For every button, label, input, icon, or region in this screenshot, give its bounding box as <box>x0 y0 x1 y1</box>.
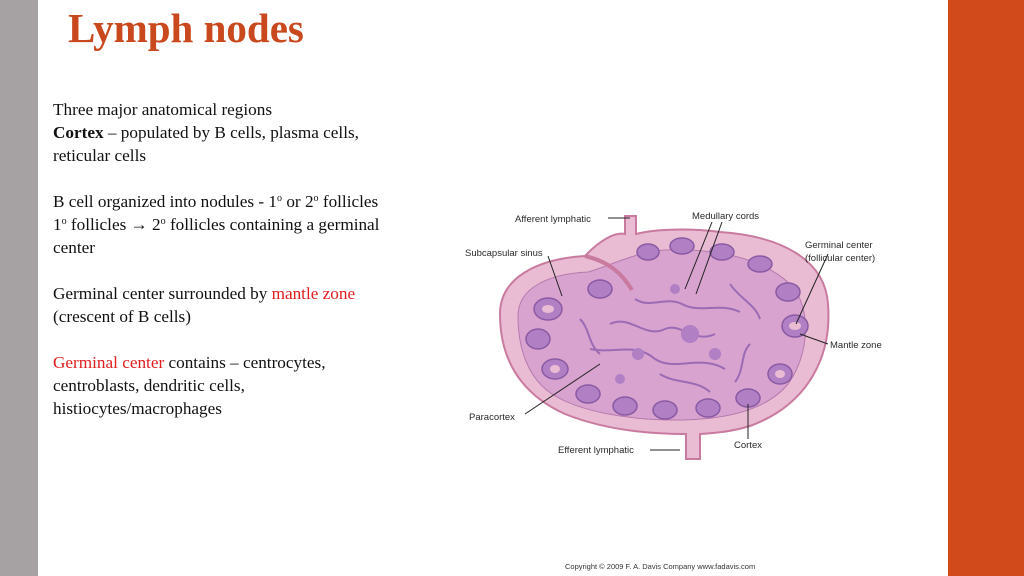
left-accent-bar <box>0 0 38 576</box>
node-medulla <box>517 249 806 421</box>
label-medullary-cords: Medullary cords <box>692 211 759 222</box>
germinal-description: contains – centrocytes, centroblasts, de… <box>53 353 326 418</box>
label-afferent-lymphatic: Afferent lymphatic <box>515 214 591 225</box>
label-follicular-center: (follicular center) <box>805 253 875 264</box>
lymph-node-diagram: Afferent lymphatic Medullary cords Subca… <box>460 204 900 462</box>
degree-sup: o <box>160 216 166 227</box>
follicles-text-d: 1 <box>53 215 62 234</box>
follicles-text-f: follicles containing a germinal center <box>53 215 380 257</box>
slide-title: Lymph nodes <box>68 5 304 51</box>
mantle-description: (crescent of B cells) <box>53 307 191 326</box>
follicles-text-a: B cell organized into nodules - 1 <box>53 192 278 211</box>
copyright-notice: Copyright © 2009 F. A. Davis Company www… <box>565 562 756 571</box>
label-subcapsular-sinus: Subcapsular sinus <box>465 248 543 259</box>
follicles-text-b: or 2 <box>282 192 314 211</box>
degree-sup: o <box>61 216 67 227</box>
label-efferent-lymphatic: Efferent lymphatic <box>558 445 634 456</box>
label-mantle-zone: Mantle zone <box>830 340 882 351</box>
follicles-text-c: follicles <box>318 192 379 211</box>
mantle-zone-term: mantle zone <box>271 284 356 303</box>
cortex-description: – populated by B cells, plasma cells, re… <box>53 123 359 165</box>
label-germinal-center: Germinal center <box>805 240 873 251</box>
germinal-center-term: Germinal center <box>53 353 165 372</box>
label-paracortex: Paracortex <box>469 412 515 423</box>
paragraph-regions: Three major anatomical regions Cortex – … <box>53 98 383 167</box>
right-accent-bar <box>948 0 1024 576</box>
degree-sup: o <box>277 193 283 204</box>
germinal-centers <box>542 305 801 378</box>
mantle-intro: Germinal center surrounded by <box>53 284 272 303</box>
slide-body: Three major anatomical regions Cortex – … <box>53 98 383 420</box>
paragraph-germinal: Germinal center contains – centrocytes, … <box>53 351 383 420</box>
regions-intro: Three major anatomical regions <box>53 100 273 119</box>
follicles-text-e: follicles → 2 <box>66 215 161 234</box>
cortex-term: Cortex <box>53 123 104 142</box>
label-cortex: Cortex <box>734 440 762 451</box>
degree-sup: o <box>313 193 319 204</box>
lymph-node-illustration: Afferent lymphatic Medullary cords Subca… <box>465 211 882 460</box>
leader-lines <box>524 217 829 451</box>
subcapsular-sinus-fold <box>584 254 634 292</box>
medullary-dots <box>615 284 721 384</box>
paragraph-follicles: B cell organized into nodules - 1o or 2o… <box>53 190 383 259</box>
paragraph-mantle: Germinal center surrounded by mantle zon… <box>53 282 383 328</box>
